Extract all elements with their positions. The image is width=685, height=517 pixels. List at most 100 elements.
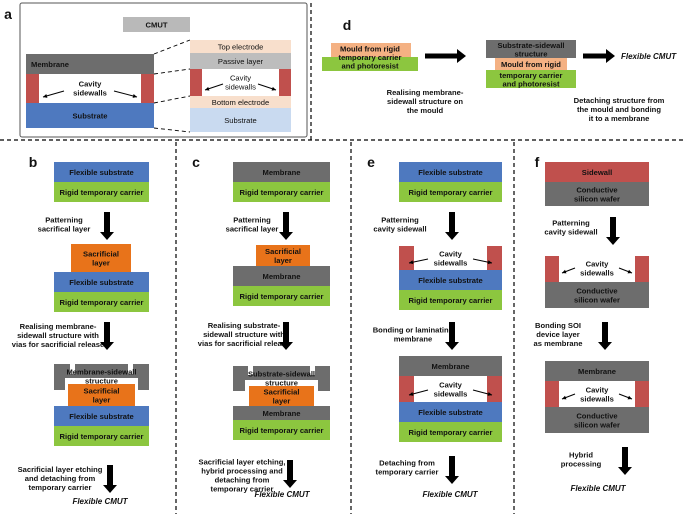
c-carrier-1	[233, 182, 330, 202]
d-carrier-step2	[486, 70, 576, 88]
e-sidewall-left-1	[399, 246, 414, 270]
cavity-arrow-icon	[561, 393, 576, 400]
a-zoom-line-bottom	[153, 127, 191, 133]
d-mould-step2	[495, 58, 567, 70]
a-bottom-electrode-layer	[190, 96, 291, 108]
c-substrate-sidewall-left	[233, 380, 245, 391]
c-sacrificial-1	[256, 245, 310, 266]
b-flex-substrate-1-label: Flexible substrate	[69, 168, 134, 177]
e-carrier-3-label: Rigid temporary carrier	[409, 428, 493, 437]
c-substrate-sidewall-right	[318, 380, 330, 391]
a-substrate-layer	[26, 103, 154, 128]
e-membrane	[399, 356, 502, 376]
c-membrane-3-label: Membrane	[263, 409, 301, 418]
c-membrane-2	[233, 266, 330, 286]
a-zoom-line-top	[153, 39, 191, 55]
a-zoom-line-mid2	[153, 95, 191, 104]
b-flex-substrate-2	[54, 272, 149, 292]
a-membrane-label: Membrane	[31, 60, 69, 69]
a-top-electrode-label: Top electrode	[218, 42, 264, 51]
b-flex-substrate-2-label: Flexible substrate	[69, 278, 134, 287]
c-carrier-2	[233, 286, 330, 306]
c-sacrificial-2	[249, 386, 314, 406]
e-flex-substrate-1	[399, 162, 502, 182]
e-flex-substrate-3	[399, 402, 502, 422]
c-carrier-3-label: Rigid temporary carrier	[240, 426, 324, 435]
a-bottom-electrode-label: Bottom electrode	[212, 98, 269, 107]
d-flexible-cmut-label: Flexible CMUT	[621, 52, 677, 61]
e-carrier-1-label: Rigid temporary carrier	[409, 188, 493, 197]
f-sidewall-layer	[545, 162, 649, 182]
a-zoom-substrate-layer	[190, 108, 291, 132]
c-via-right	[310, 366, 315, 375]
arrow-right-icon	[425, 49, 466, 63]
f-sidewall-right-2	[635, 381, 649, 407]
f-sidewall-left-1	[545, 256, 559, 282]
arrow-down-icon	[445, 322, 459, 350]
a-sidewall-right	[141, 74, 154, 103]
cavity-arrow-icon	[408, 258, 429, 265]
f-wafer-3	[545, 407, 649, 433]
arrow-down-icon	[618, 447, 632, 475]
panel-e-label: e	[367, 154, 375, 170]
b-sacrificial-2	[68, 384, 135, 406]
f-sidewall-label: Sidewall	[582, 168, 612, 177]
e-flex-substrate-2-label: Flexible substrate	[418, 276, 483, 285]
e-sidewall-left-2	[399, 376, 414, 402]
d-mould-photoresist	[331, 43, 411, 57]
arrow-right-icon	[583, 49, 615, 63]
b-carrier-1	[54, 182, 149, 202]
arrow-down-icon	[445, 212, 459, 240]
e-flexible-cmut-label: Flexible CMUT	[422, 490, 478, 499]
arrow-down-icon	[279, 212, 293, 240]
f-membrane	[545, 361, 649, 381]
cavity-arrow-icon	[408, 389, 429, 396]
e-carrier-3	[399, 422, 502, 442]
cmut-header-label: CMUT	[146, 20, 168, 29]
b-flex-substrate-3	[54, 406, 149, 426]
a-zoom-sidewall-right	[279, 69, 291, 96]
c-carrier-1-label: Rigid temporary carrier	[240, 188, 324, 197]
cavity-arrow-icon	[561, 267, 576, 274]
cavity-arrow-icon	[42, 90, 65, 98]
b-flex-substrate-3-label: Flexible substrate	[69, 412, 134, 421]
c-carrier-3	[233, 420, 330, 440]
e-sidewall-right-1	[487, 246, 502, 270]
b-flexible-cmut-label: Flexible CMUT	[72, 497, 128, 506]
cavity-arrow-icon	[113, 90, 138, 98]
c-substrate-sidewall-top	[233, 366, 330, 380]
cavity-arrow-icon	[204, 83, 224, 91]
b-membrane-sidewall-left	[54, 378, 65, 390]
b-membrane-sidewall-right	[138, 378, 149, 390]
a-sidewall-left	[26, 74, 39, 103]
b-flex-substrate-1	[54, 162, 149, 182]
b-carrier-2-label: Rigid temporary carrier	[60, 298, 144, 307]
arrow-down-icon	[283, 460, 297, 488]
arrow-down-icon	[445, 456, 459, 484]
f-sidewall-left-2	[545, 381, 559, 407]
panel-d-label: d	[343, 17, 352, 33]
arrow-down-icon	[100, 212, 114, 240]
arrow-down-icon	[606, 217, 620, 245]
a-substrate-label: Substrate	[72, 111, 107, 120]
a-zoom-sidewall-left	[190, 69, 202, 96]
b-membrane-sidewall-top	[54, 364, 149, 378]
d-mould-carrier	[322, 57, 418, 71]
a-passive-layer	[190, 53, 291, 69]
